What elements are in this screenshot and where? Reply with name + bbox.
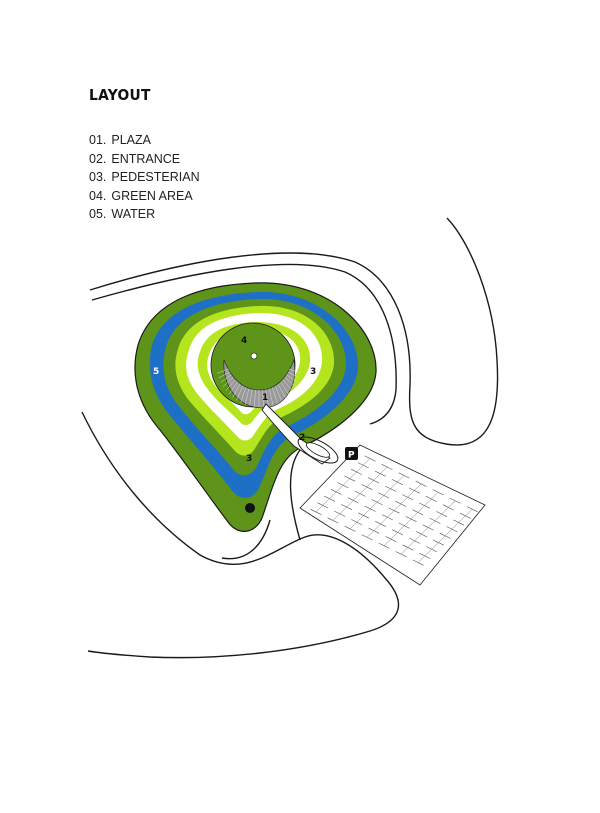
parking-row-spine: [349, 475, 405, 530]
plaza-hatch-line: [249, 389, 253, 406]
entrance-loop-outer: [297, 436, 339, 464]
road-lower-curve: [81, 411, 400, 659]
plaza-hatch-line: [225, 379, 236, 391]
legend-number: 01.: [89, 133, 107, 147]
road-lines: [81, 217, 499, 659]
parking-stall-line: [327, 517, 339, 524]
parking-stall-line: [364, 455, 376, 462]
parking-stall-line: [378, 542, 390, 549]
label-water: 5: [153, 367, 159, 377]
plaza-hatch-line: [274, 385, 282, 401]
plaza-hatch-line: [220, 374, 232, 383]
plaza-hatch-line: [265, 389, 269, 406]
label-entrance: 2: [299, 433, 305, 443]
legend-number: 03.: [89, 170, 107, 184]
legend-item-water: 05. WATER: [89, 205, 205, 224]
parking-sign-box: [345, 447, 358, 460]
plaza-hatch-line: [282, 379, 293, 391]
legend-label: GREEN AREA: [111, 188, 193, 203]
legend-number: 02.: [89, 151, 107, 166]
plaza-hatch-line: [228, 381, 238, 395]
parking-stall-line: [310, 509, 322, 515]
plaza-hatch-line: [254, 389, 256, 407]
label-pedestrian-right: 3: [310, 367, 316, 377]
label-plaza: 1: [262, 393, 268, 403]
parking-stall-rows: [310, 455, 478, 566]
legend-number: 05.: [89, 207, 107, 221]
road-link: [289, 449, 301, 541]
center-point: [250, 352, 258, 360]
legend-item-green-area: 04. GREEN AREA: [89, 187, 205, 206]
road-mid-curve: [221, 519, 271, 560]
mound-layers: [134, 282, 377, 532]
parking-row-spine: [383, 492, 439, 546]
parking-row-spine: [315, 458, 371, 513]
plaza-hatch-line: [280, 381, 290, 395]
legend-label: ENTRANCE: [111, 151, 181, 166]
plaza-hatch-line: [218, 371, 231, 379]
plaza-hatch-line: [236, 385, 244, 401]
legend-label: PLAZA: [111, 133, 151, 147]
parking-row-spine: [400, 500, 456, 555]
plaza-hatch-line: [232, 383, 241, 398]
legend-item-entrance: 02. ENTRANCE: [89, 150, 205, 169]
legend-item-pedestrian: 03. PEDESTERIAN: [89, 168, 205, 187]
plaza-hatch-line: [286, 374, 298, 383]
label-green-area: 4: [241, 336, 247, 346]
parking-lot: [299, 444, 486, 586]
parking-stall-line: [415, 480, 427, 487]
water-fountain-dot: [245, 503, 255, 513]
layout-title: LAYOUT: [89, 86, 151, 104]
entrance-path: [261, 403, 339, 465]
plaza-hatch-line: [287, 371, 300, 379]
parking-stall-line: [432, 489, 444, 496]
plaza-hatch-line: [262, 389, 264, 407]
legend-item-plaza: 01. PLAZA: [89, 131, 205, 150]
legend-label: WATER: [111, 207, 156, 221]
legend-list: 01. PLAZA 02. ENTRANCE 03. PEDESTERIAN 04. G…: [89, 131, 205, 224]
legend-label: PEDESTERIAN: [111, 170, 200, 184]
plaza-hatch-line: [244, 388, 250, 405]
plaza-hatch-line: [222, 377, 234, 387]
parking-sign-letter: P: [348, 451, 355, 461]
plaza-hatch-line: [268, 388, 274, 405]
parking-stall-line: [466, 506, 478, 513]
parking-row-spine: [366, 483, 422, 538]
plaza-hatch-line: [288, 368, 301, 374]
parking-row-spine: [417, 509, 473, 563]
road-outer-curve: [89, 217, 499, 446]
plaza-hatching: [217, 368, 301, 407]
parking-area-outline: [299, 444, 486, 586]
plaza-hatch-line: [240, 387, 247, 403]
plaza-hatch-line: [271, 387, 278, 403]
road-inner-curve: [91, 263, 397, 425]
plaza-hatch-line: [217, 368, 230, 374]
plaza-hatch-line: [277, 383, 286, 398]
parking-row-spine: [332, 466, 388, 521]
entrance-loop-inner: [305, 442, 331, 458]
plaza-hatch-line: [284, 377, 296, 387]
legend-number: 04.: [89, 188, 107, 203]
label-pedestrian-bottom: 3: [246, 454, 252, 464]
parking-sign: P: [345, 447, 358, 461]
